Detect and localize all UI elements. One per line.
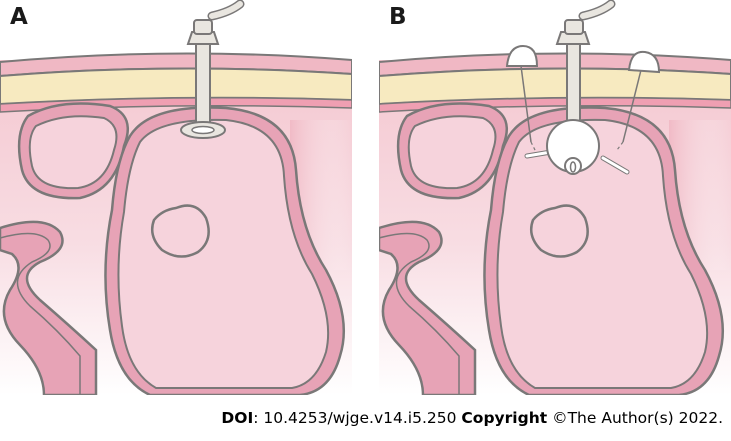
panel-a-illustration: A [0,0,352,395]
copyright-label: Copyright [461,409,547,427]
panel-b-diagram [379,0,731,395]
copyright-value: ©The Author(s) 2022. [547,409,723,427]
panel-label-b: B [389,4,407,30]
panel-a-diagram [0,0,352,395]
panel-b-illustration: B [379,0,731,395]
panel-label-a: A [10,4,28,30]
citation-footer: DOI: 10.4253/wjge.v14.i5.250 Copyright ©… [0,409,723,427]
doi-label: DOI [221,409,253,427]
doi-value: : 10.4253/wjge.v14.i5.250 [253,409,461,427]
